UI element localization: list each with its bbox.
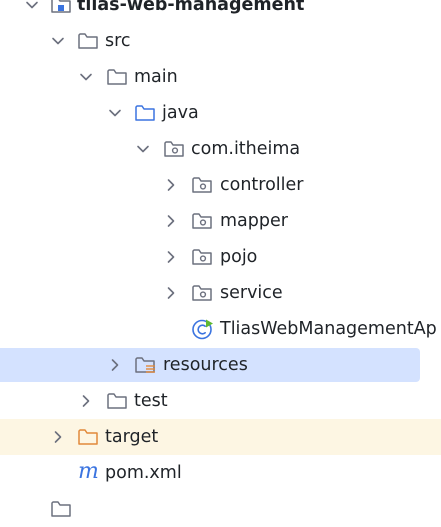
excluded-row-background <box>0 419 441 455</box>
chevron-down-icon[interactable] <box>108 106 122 120</box>
package-folder-icon <box>164 141 184 157</box>
tree-row-application-class[interactable]: TliasWebManagementAp <box>0 311 441 347</box>
tree-row-src[interactable]: src <box>0 23 441 59</box>
tree-item-label: service <box>220 283 283 303</box>
maven-icon: m <box>78 459 99 484</box>
tree-item-label: target <box>105 427 159 447</box>
tree-row-main[interactable]: main <box>0 59 441 95</box>
tree-item-label: main <box>134 67 178 87</box>
folder-icon <box>107 69 127 85</box>
chevron-right-icon[interactable] <box>164 214 178 228</box>
chevron-right-icon[interactable] <box>79 394 93 408</box>
chevron-down-icon[interactable] <box>25 0 39 12</box>
tree-row-pom-xml[interactable]: m pom.xml <box>0 455 441 491</box>
spring-boot-class-icon <box>192 319 213 340</box>
module-folder-icon <box>51 0 71 13</box>
tree-item-label: test <box>134 391 168 411</box>
excluded-folder-icon <box>78 429 98 445</box>
chevron-right-icon[interactable] <box>108 358 122 372</box>
tree-row-com-itheima[interactable]: com.itheima <box>0 131 441 167</box>
source-folder-icon <box>135 105 155 121</box>
folder-icon <box>78 33 98 49</box>
chevron-right-icon[interactable] <box>51 430 65 444</box>
tree-item-label: TliasWebManagementAp <box>220 319 437 339</box>
tree-item-label: controller <box>220 175 304 195</box>
tree-row-mapper[interactable]: mapper <box>0 203 441 239</box>
tree-row-test[interactable]: test <box>0 383 441 419</box>
package-folder-icon <box>192 285 212 301</box>
tree-row-partial <box>0 491 441 527</box>
selection-highlight <box>0 348 420 382</box>
tree-row-resources[interactable]: resources <box>0 347 441 383</box>
package-folder-icon <box>192 177 212 193</box>
tree-row-service[interactable]: service <box>0 275 441 311</box>
tree-item-label: src <box>105 31 131 51</box>
tree-item-label: pom.xml <box>105 463 182 483</box>
tree-item-label: resources <box>163 355 248 375</box>
root-module-label: tlias-web-management <box>77 0 305 15</box>
chevron-down-icon[interactable] <box>51 34 65 48</box>
tree-row-java[interactable]: java <box>0 95 441 131</box>
tree-row-pojo[interactable]: pojo <box>0 239 441 275</box>
folder-icon <box>107 393 127 409</box>
tree-row-root-module[interactable]: tlias-web-management <box>0 0 441 23</box>
tree-item-label: mapper <box>220 211 288 231</box>
tree-item-label: java <box>162 103 199 123</box>
tree-row-controller[interactable]: controller <box>0 167 441 203</box>
tree-row-target[interactable]: target <box>0 419 441 455</box>
chevron-right-icon[interactable] <box>164 250 178 264</box>
package-folder-icon <box>192 249 212 265</box>
chevron-right-icon[interactable] <box>164 178 178 192</box>
package-folder-icon <box>192 213 212 229</box>
chevron-down-icon[interactable] <box>136 142 150 156</box>
resources-folder-icon <box>135 357 155 373</box>
tree-item-label: com.itheima <box>191 139 301 159</box>
chevron-right-icon[interactable] <box>164 286 178 300</box>
chevron-down-icon[interactable] <box>79 70 93 84</box>
file-icon <box>51 501 71 517</box>
tree-item-label: pojo <box>220 247 258 267</box>
